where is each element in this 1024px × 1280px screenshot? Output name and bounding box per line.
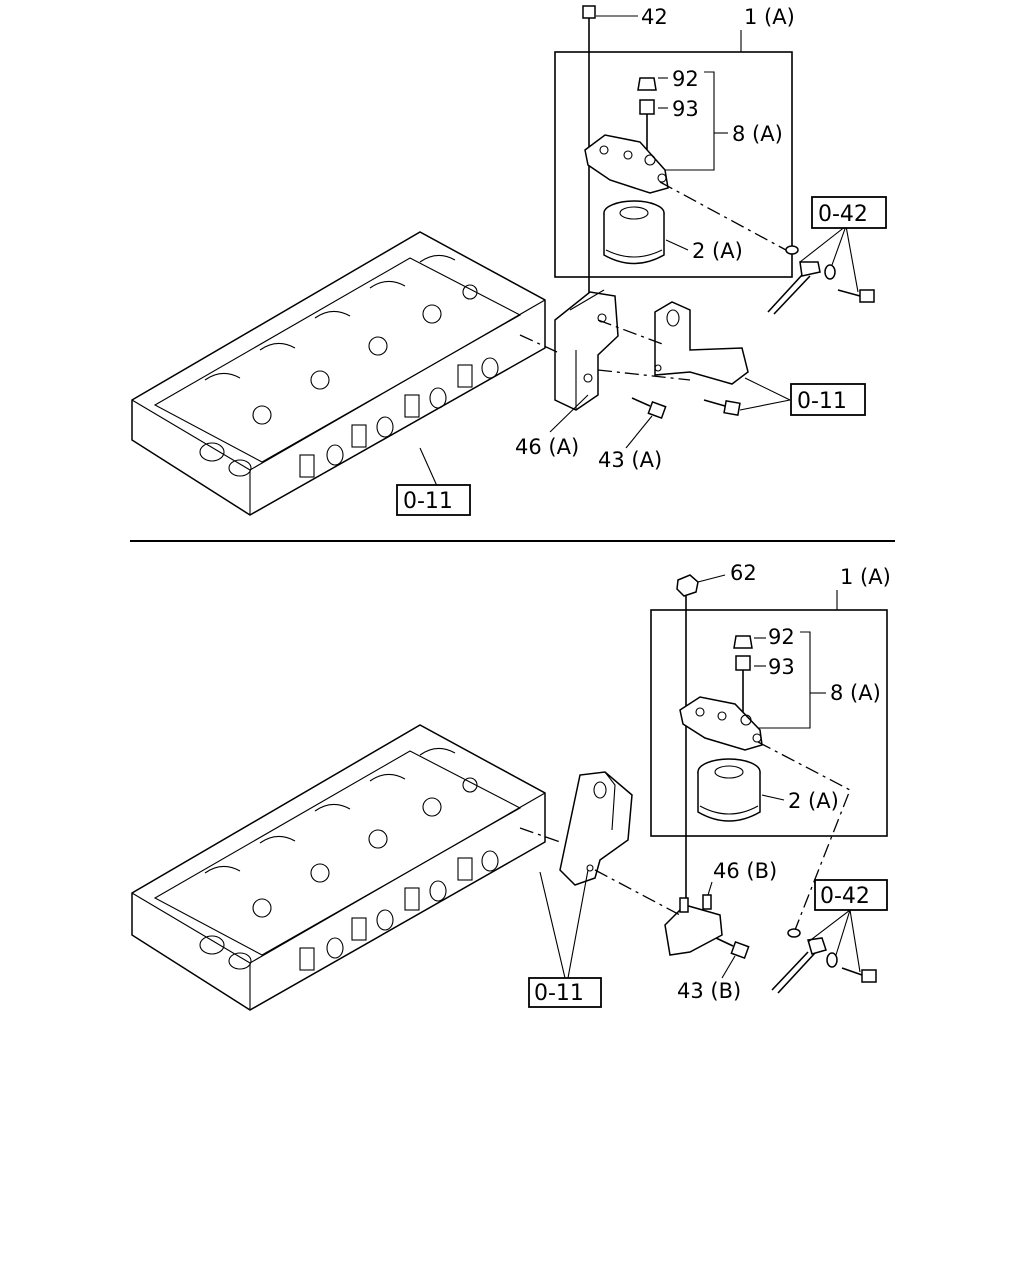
leader-62 [697,574,726,583]
bracket-plate [654,301,749,385]
dash-bracket-bottom [594,869,681,916]
callout-93: 93 [672,97,699,121]
ref-042-bottom: 0-42 [820,884,870,909]
filter-cartridge-bottom [697,758,761,822]
callout-2a-bottom: 2 (A) [788,789,839,813]
leader-042-fan-bottom [807,909,861,973]
cylinder-head-top [131,231,546,516]
cap-92 [637,77,657,91]
callout-43a: 43 (A) [598,448,662,472]
bracket-8a-bottom [752,631,811,729]
dashed-link-042 [659,181,787,251]
callout-1a: 1 (A) [744,5,795,29]
ref-box-011-right-top: 0-11 [790,383,866,416]
bracket-46a [554,289,619,411]
callout-2a: 2 (A) [692,239,743,263]
leader-011-bottom-section [539,869,589,979]
dashed-link-042-bottom [757,741,851,931]
ref-box-011-bottom-top: 0-11 [396,484,471,516]
leader-011-bottom [419,447,438,487]
bolt-011-right [703,399,741,416]
callout-62: 62 [730,561,757,585]
filter-assembly-box-bottom [650,609,888,837]
callout-1a-bottom: 1 (A) [840,565,891,589]
dash-head-bracket [519,334,558,353]
filter-assembly-box [554,51,793,278]
leader-46b [707,881,713,896]
filter-head [584,134,669,194]
leader-2a [665,239,689,251]
ref-011-right-top: 0-11 [797,389,847,414]
ref-011-bottom: 0-11 [534,981,584,1006]
ref-042-top: 0-42 [818,202,868,227]
ref-011-bottom-top: 0-11 [403,489,453,514]
nipple-93-bottom [735,655,751,712]
bracket-plate-bottom [559,771,633,886]
leader-2a-bottom [761,794,785,801]
callout-8a-bottom: 8 (A) [830,681,881,705]
callout-46b: 46 (B) [713,859,777,883]
dash-head-bottom [519,827,561,843]
leader-46a [549,394,589,433]
top-section: 42 1 (A) 92 93 8 (A) 2 (A) 46 (A) 43 (A)… [131,5,887,516]
leader-011-right [739,377,791,411]
callout-93-bottom: 93 [768,655,795,679]
dash-bracket-1 [597,319,666,346]
cylinder-head-bottom [131,724,546,1011]
bracket-46b [664,894,723,956]
callout-92: 92 [672,67,699,91]
bottom-section: 62 1 (A) 92 93 8 (A) 2 (A) 46 (B) 43 (B)… [131,561,891,1011]
ref-box-011-bottom: 0-11 [528,977,602,1008]
leader-43a [625,415,653,449]
callout-8a: 8 (A) [732,122,783,146]
callout-46a: 46 (A) [515,435,579,459]
bolt-43a [631,397,667,419]
cap-92-bottom [733,635,753,649]
ref-box-042-top: 0-42 [811,196,887,229]
callout-42: 42 [641,5,668,29]
leader-43b [721,955,736,979]
nipple-93 [639,99,655,150]
filter-cartridge [603,200,665,265]
bracket-8a [655,71,715,171]
filter-head-bottom [679,696,763,751]
ref-box-042-bottom: 0-42 [814,879,888,911]
leader-042-fan [799,225,859,293]
callout-43b: 43 (B) [677,979,741,1003]
fitting-042-parts-bottom [771,928,877,994]
bolt-43b [715,937,750,959]
bolt-42 [582,5,596,40]
nut-62 [676,574,699,597]
dash-bracket-2 [597,369,691,381]
fitting-042-parts [767,245,875,315]
callout-92-bottom: 92 [768,625,795,649]
